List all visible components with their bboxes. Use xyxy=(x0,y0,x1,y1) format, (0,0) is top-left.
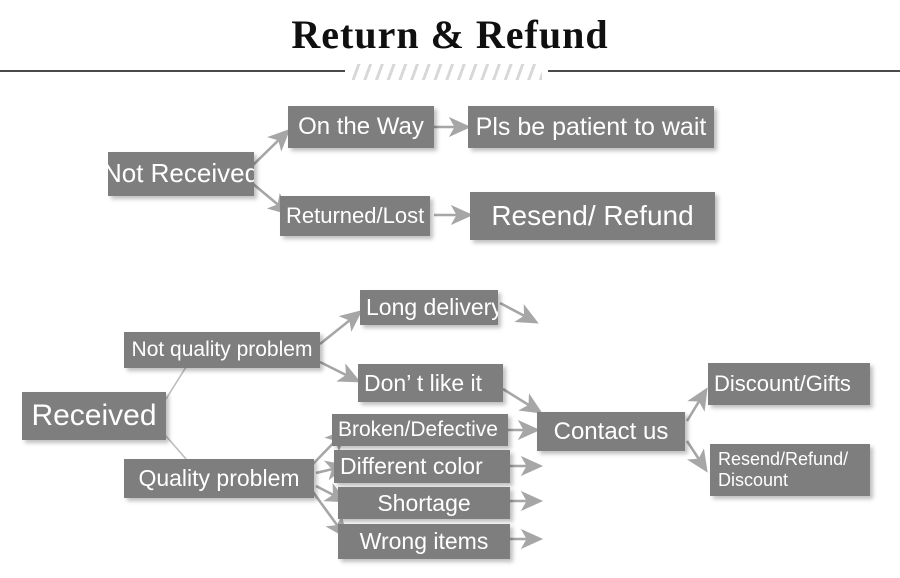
node-returned-lost[interactable]: Returned/Lost xyxy=(280,196,430,236)
node-pls-be-patient[interactable]: Pls be patient to wait xyxy=(468,106,714,148)
arrow-dontlike-contact xyxy=(502,387,543,414)
arrow-longdelivery-out xyxy=(499,301,539,324)
arrow-notreceived-ontheway xyxy=(251,128,291,167)
node-dont-like-it[interactable]: Don’ t like it xyxy=(358,364,503,402)
arrow-notquality-dontlike xyxy=(319,360,361,383)
node-long-delivery[interactable]: Long delivery xyxy=(360,290,498,325)
arrow-contact-discountgifts xyxy=(685,387,708,422)
node-discount-gifts[interactable]: Discount/Gifts xyxy=(708,363,870,405)
node-shortage[interactable]: Shortage xyxy=(338,487,510,519)
node-not-received[interactable]: Not Received xyxy=(108,152,254,196)
node-resend-refund-discount[interactable]: Resend/Refund/ Discount xyxy=(710,444,870,496)
node-on-the-way[interactable]: On the Way xyxy=(288,106,434,148)
line-received-quality xyxy=(165,435,187,460)
node-wrong-items[interactable]: Wrong items xyxy=(338,524,510,559)
node-resend-refund[interactable]: Resend/ Refund xyxy=(470,192,715,240)
divider-rule-right xyxy=(548,70,900,72)
line-received-notquality xyxy=(165,366,187,400)
arrow-notquality-longdelivery xyxy=(319,310,363,346)
arrow-contact-resendrefund xyxy=(685,440,708,473)
divider-rule-left xyxy=(0,70,345,72)
node-received[interactable]: Received xyxy=(22,392,166,440)
node-quality-problem[interactable]: Quality problem xyxy=(124,459,314,498)
node-different-color[interactable]: Different color xyxy=(334,450,510,483)
node-contact-us[interactable]: Contact us xyxy=(537,412,685,451)
node-broken-defective[interactable]: Broken/Defective xyxy=(332,414,508,446)
hatched-divider-icon xyxy=(350,64,542,80)
page-title: Return & Refund xyxy=(291,12,609,57)
title-divider xyxy=(0,64,900,80)
node-not-quality-problem[interactable]: Not quality problem xyxy=(124,332,320,368)
